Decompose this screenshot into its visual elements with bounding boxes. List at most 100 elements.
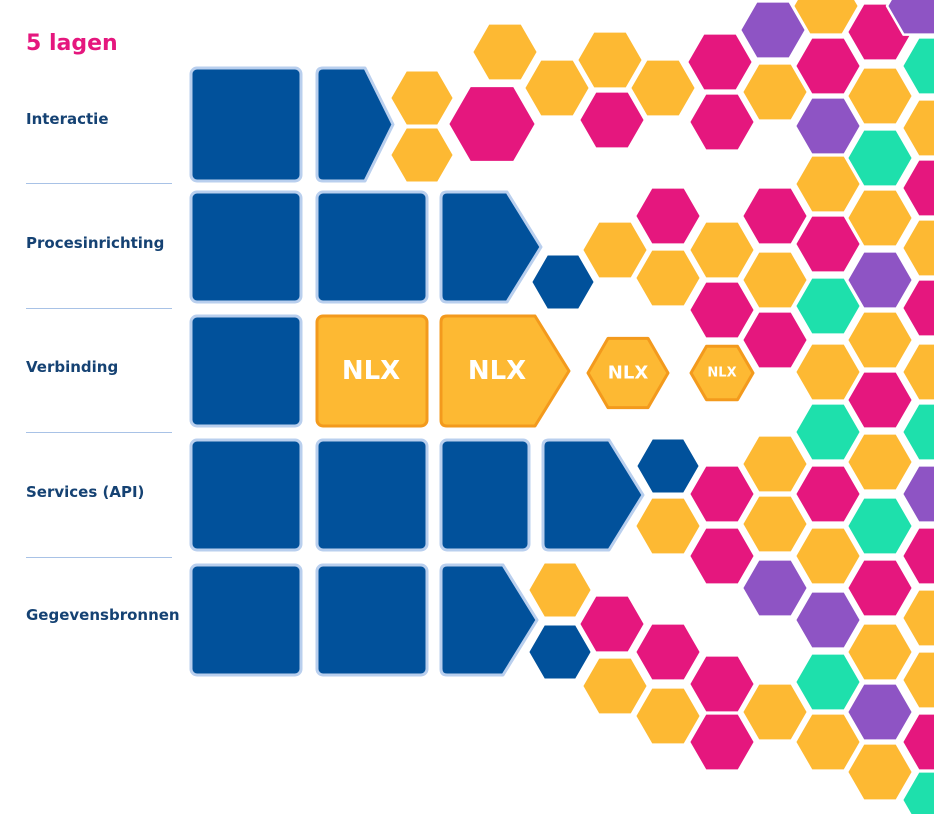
yellow-hexagon: [633, 686, 703, 746]
layer-block: [189, 438, 303, 552]
layer-divider: [26, 183, 172, 184]
purple-hexagon: [845, 250, 915, 310]
yellow-hexagon: [740, 62, 810, 122]
yellow-hexagon: [900, 218, 934, 278]
yellow-hexagon: [575, 30, 645, 90]
yellow-hexagon: [793, 342, 863, 402]
pink-hexagon: [687, 654, 757, 714]
blue-hexagon: [634, 437, 702, 495]
pink-hexagon: [740, 310, 810, 370]
yellow-hexagon: [526, 561, 594, 619]
yellow-hexagon: [900, 588, 934, 648]
layer-block: [315, 563, 429, 677]
layer-block: [315, 190, 429, 304]
yellow-hexagon: [470, 22, 540, 82]
pink-hexagon: [900, 526, 934, 586]
pink-hexagon: [687, 712, 757, 772]
purple-hexagon: [740, 558, 810, 618]
yellow-hexagon: [687, 220, 757, 280]
yellow-hexagon: [740, 494, 810, 554]
pink-hexagon: [685, 32, 755, 92]
blue-hexagon: [529, 253, 597, 311]
yellow-hexagon: [793, 712, 863, 772]
yellow-hexagon: [793, 526, 863, 586]
teal-hexagon: [845, 128, 915, 188]
teal-hexagon: [793, 402, 863, 462]
yellow-hexagon: [580, 656, 650, 716]
purple-hexagon: [793, 96, 863, 156]
yellow-hexagon: [388, 69, 456, 127]
teal-hexagon: [793, 652, 863, 712]
pink-hexagon: [633, 186, 703, 246]
yellow-hexagon: [633, 248, 703, 308]
pink-hexagon: [793, 36, 863, 96]
yellow-hexagon: [845, 310, 915, 370]
layer-block: [189, 190, 303, 304]
yellow-hexagon: [388, 126, 456, 184]
layer-divider: [26, 557, 172, 558]
layer-block: [189, 563, 303, 677]
teal-hexagon: [845, 496, 915, 556]
yellow-hexagon: [522, 58, 592, 118]
layer-label-services-api: Services (API): [26, 483, 145, 501]
yellow-hexagon: [633, 496, 703, 556]
yellow-hexagon: [845, 188, 915, 248]
nlx-label: NLX: [707, 366, 736, 381]
pink-hexagon: [740, 186, 810, 246]
yellow-hexagon: [900, 98, 934, 158]
yellow-hexagon: [793, 154, 863, 214]
layer-label-procesinrichting: Procesinrichting: [26, 234, 165, 252]
purple-hexagon: [845, 682, 915, 742]
pink-hexagon: [687, 464, 757, 524]
layer-arrow-block: [439, 190, 543, 304]
yellow-hexagon: [740, 434, 810, 494]
pink-hexagon: [687, 526, 757, 586]
purple-hexagon: [885, 0, 934, 36]
nlx-label: NLX: [468, 356, 526, 386]
blue-hexagon: [526, 623, 594, 681]
yellow-hexagon: [845, 66, 915, 126]
nlx-label: NLX: [608, 363, 649, 384]
nlx-block: [315, 314, 429, 428]
diagram-title: 5 lagen: [26, 31, 118, 56]
yellow-hexagon: [845, 432, 915, 492]
layer-label-interactie: Interactie: [26, 110, 109, 128]
nlx-hexagon: [689, 344, 755, 402]
pink-hexagon: [577, 90, 647, 150]
pink-hexagon: [687, 92, 757, 152]
pink-hexagon: [577, 594, 647, 654]
layer-divider: [26, 432, 172, 433]
layer-block: [189, 66, 303, 183]
pink-hexagon: [900, 158, 934, 218]
purple-hexagon: [900, 464, 934, 524]
layer-block: [189, 314, 303, 428]
yellow-hexagon: [845, 742, 915, 802]
yellow-hexagon: [900, 650, 934, 710]
layer-label-gegevensbronnen: Gegevensbronnen: [26, 606, 180, 624]
yellow-hexagon: [740, 250, 810, 310]
layer-arrow-block: [541, 438, 645, 552]
nlx-hexagon: [586, 336, 670, 410]
pink-hexagon: [687, 280, 757, 340]
yellow-hexagon: [740, 682, 810, 742]
nlx-label: NLX: [342, 356, 400, 386]
layer-arrow-block: [315, 66, 395, 183]
pink-hexagon: [845, 370, 915, 430]
teal-hexagon: [900, 36, 934, 96]
pink-hexagon: [446, 84, 538, 164]
yellow-hexagon: [628, 58, 698, 118]
yellow-hexagon: [900, 342, 934, 402]
teal-hexagon: [900, 770, 934, 814]
purple-hexagon: [793, 590, 863, 650]
layer-block: [315, 438, 429, 552]
pink-hexagon: [633, 622, 703, 682]
teal-hexagon: [900, 402, 934, 462]
pink-hexagon: [793, 464, 863, 524]
pink-hexagon: [845, 558, 915, 618]
layer-label-verbinding: Verbinding: [26, 358, 119, 376]
layer-block: [439, 438, 531, 552]
yellow-hexagon: [791, 0, 861, 36]
pink-hexagon: [900, 278, 934, 338]
